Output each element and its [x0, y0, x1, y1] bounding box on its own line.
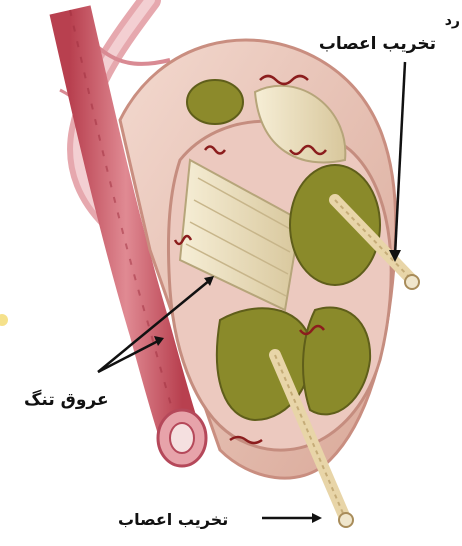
label-nerve-damage-top: تخریب اعصاب	[319, 36, 436, 53]
edge-mark	[0, 314, 8, 326]
pointer-top-right	[395, 62, 405, 255]
label-narrowed-vessels: عروق تنگ	[24, 392, 109, 409]
label-nerve-damage-bottom: تخریب اعصاب	[118, 512, 228, 528]
label-corner-fragment: رد	[445, 14, 460, 28]
